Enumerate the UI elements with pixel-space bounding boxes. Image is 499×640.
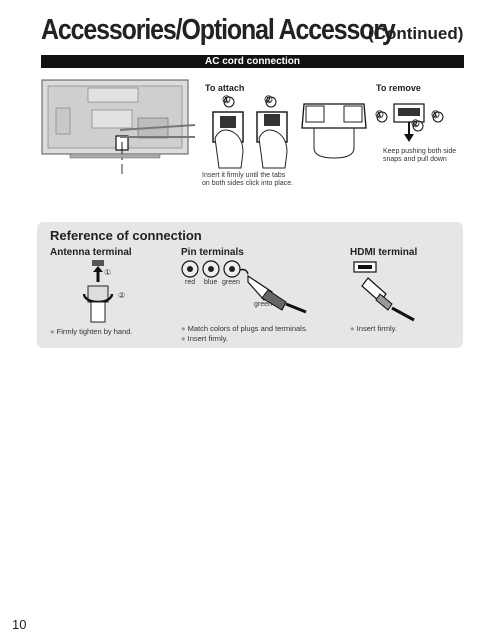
attach-step1: ① (222, 95, 231, 106)
hdmi-connector-icon (353, 261, 415, 322)
remove-step1-left: ① (375, 110, 384, 121)
remove-caption: Keep pushing both side snaps and pull do… (383, 148, 457, 163)
hdmi-note: ● Insert firmly. (350, 324, 397, 333)
remove-step1-right-circle-icon (432, 111, 444, 123)
attach-caption: Insert it firmly until the tabs on both … (202, 172, 294, 187)
pin-heading: Pin terminals (181, 247, 244, 258)
to-remove-label: To remove (376, 83, 421, 93)
pin-note-1: ● Match colors of plugs and terminals. (181, 324, 308, 333)
pin-label-blue: blue (204, 279, 218, 286)
pin-label-red: red (185, 279, 196, 286)
tv-back-illustration (41, 79, 189, 174)
antenna-note-text: Firmly tighten by hand. (56, 327, 133, 336)
antenna-note: ● Firmly tighten by hand. (50, 327, 133, 336)
remove-step1-left-circle-icon (376, 111, 388, 123)
antenna-connector-icon (82, 260, 114, 323)
remove-step2: ② (411, 119, 420, 130)
title-continued: (Continued) (368, 24, 464, 43)
title-main: Accessories/Optional Accessory (41, 14, 396, 46)
pin-note-1-text: Match colors of plugs and terminals. (187, 324, 308, 333)
ac-cord-section-bar: AC cord connection (41, 55, 464, 68)
remove-step1-right: ① (431, 110, 440, 121)
remove-illustration (301, 103, 425, 159)
antenna-step1: ① (104, 268, 112, 277)
step2-circle-icon (265, 96, 277, 108)
callout-lines (119, 124, 196, 138)
hdmi-note-text: Insert firmly. (356, 324, 397, 333)
page-title: Accessories/Optional Accessory (41, 14, 452, 47)
antenna-heading: Antenna terminal (50, 247, 132, 258)
plug-label-green: green (254, 301, 272, 308)
rca-plug-icon (239, 268, 307, 314)
pin-label-green: green (222, 279, 240, 286)
to-attach-label: To attach (205, 83, 245, 93)
pin-note-2: ● Insert firmly. (181, 334, 228, 343)
page-number: 10 (12, 617, 27, 632)
pin-terminals-icon (181, 260, 241, 278)
attach-hand-illustration (212, 111, 288, 169)
hdmi-heading: HDMI terminal (350, 247, 418, 258)
reference-title: Reference of connection (50, 228, 202, 243)
step1-circle-icon (223, 96, 235, 108)
remove-step2-circle-icon (412, 120, 424, 132)
antenna-step2: ② (118, 291, 126, 300)
pin-note-2-text: Insert firmly. (187, 334, 228, 343)
attach-step2: ② (264, 95, 273, 106)
